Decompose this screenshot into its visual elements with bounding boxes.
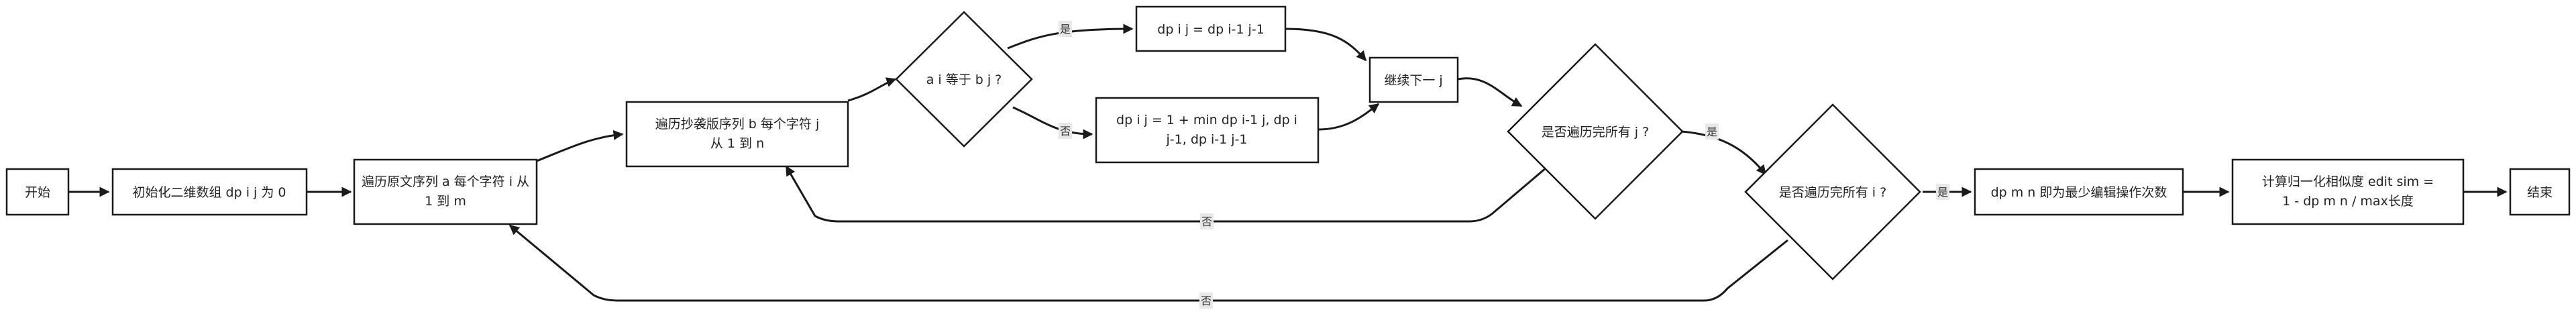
edge-done-j-yes xyxy=(1666,129,1767,176)
node-loop-j-label-2: 从 1 到 n xyxy=(710,136,764,151)
node-sim-label-2: 1 - dp m n / max长度 xyxy=(2282,194,2414,209)
node-sim: 计算归一化相似度 edit sim = 1 - dp m n / max长度 xyxy=(2231,158,2465,225)
node-end-label: 结束 xyxy=(2527,185,2553,200)
node-init-label: 初始化二维数组 dp i j 为 0 xyxy=(133,185,286,200)
node-end: 结束 xyxy=(2509,168,2571,216)
node-start-label: 开始 xyxy=(25,185,50,200)
node-done-j: 是否遍历完所有 j ? xyxy=(1507,43,1684,220)
node-done-i: 是否遍历完所有 i ? xyxy=(1744,103,1921,280)
node-loop-i-label-1: 遍历原文序列 a 每个字符 i 从 xyxy=(362,174,529,189)
edge-dp-diff-to-next-j xyxy=(1318,103,1380,131)
svg-text:否: 否 xyxy=(1060,125,1071,138)
svg-text:否: 否 xyxy=(1201,295,1212,307)
edges xyxy=(68,23,2508,302)
edge-label-yes-i: 是 xyxy=(1936,184,1949,200)
node-next-j: 继续下一 j xyxy=(1368,56,1459,103)
edge-label-no-eq: 否 xyxy=(1059,123,1072,139)
edge-labels: 是 否 是 否 是 否 xyxy=(1059,21,1949,309)
edge-cond-eq-no xyxy=(1012,106,1093,140)
svg-text:是: 是 xyxy=(1937,186,1948,199)
node-dp-diff-label-1: dp i j = 1 + min dp i-1 j, dp i xyxy=(1116,113,1297,127)
edge-label-no-i: 否 xyxy=(1199,293,1213,309)
node-dp-same-label: dp i j = dp i-1 j-1 xyxy=(1157,22,1264,37)
node-cond-eq-label: a i 等于 b j ? xyxy=(926,72,1002,87)
svg-text:是: 是 xyxy=(1707,125,1717,138)
edge-loop-j-to-cond-eq xyxy=(847,77,897,102)
edge-done-j-no xyxy=(785,165,1547,223)
node-sim-label-1: 计算归一化相似度 edit sim = xyxy=(2262,174,2434,189)
node-dp-same: dp i j = dp i-1 j-1 xyxy=(1135,5,1287,52)
node-loop-i: 遍历原文序列 a 每个字符 i 从 1 到 m xyxy=(353,158,538,225)
edge-label-yes-eq: 是 xyxy=(1059,21,1072,37)
node-init: 初始化二维数组 dp i j 为 0 xyxy=(111,168,308,216)
edge-label-no-j: 否 xyxy=(1200,213,1214,229)
edge-label-yes-j: 是 xyxy=(1705,123,1719,140)
node-dp-diff-label-2: j-1, dp i-1 j-1 xyxy=(1166,132,1248,147)
node-cond-eq: a i 等于 b j ? xyxy=(895,11,1033,148)
edge-dp-same-to-next-j xyxy=(1285,28,1367,62)
node-start: 开始 xyxy=(5,168,70,216)
edge-done-i-no xyxy=(508,224,1788,302)
node-done-i-label: 是否遍历完所有 i ? xyxy=(1779,185,1886,200)
svg-text:是: 是 xyxy=(1060,23,1071,36)
edge-next-j-to-done-j xyxy=(1457,77,1523,107)
node-dp-diff: dp i j = 1 + min dp i-1 j, dp i j-1, dp … xyxy=(1095,97,1320,164)
svg-text:否: 否 xyxy=(1201,215,1212,228)
node-loop-i-label-2: 1 到 m xyxy=(425,194,466,209)
node-loop-j-label-1: 遍历抄袭版序列 b 每个字符 j xyxy=(655,117,819,131)
node-result-label: dp m n 即为最少编辑操作次数 xyxy=(1991,185,2167,200)
edge-cond-eq-yes xyxy=(1007,23,1134,50)
node-done-j-label: 是否遍历完所有 j ? xyxy=(1542,125,1649,140)
node-loop-j: 遍历抄袭版序列 b 每个字符 j 从 1 到 n xyxy=(625,101,849,168)
node-result: dp m n 即为最少编辑操作次数 xyxy=(1974,168,2184,216)
node-next-j-label: 继续下一 j xyxy=(1384,73,1442,88)
edge-loop-i-to-loop-j xyxy=(536,129,624,162)
